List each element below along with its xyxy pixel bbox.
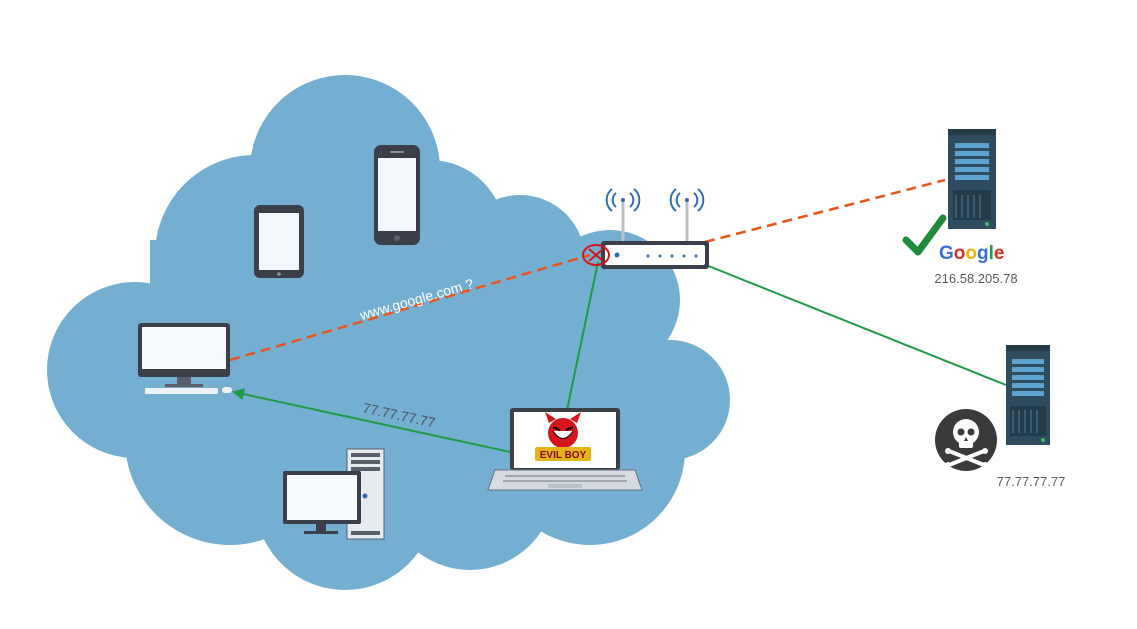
router-to-google-line	[704, 178, 946, 244]
google-logo: Google	[939, 243, 1004, 264]
tablet-icon	[254, 205, 304, 278]
desktop-tower-icon	[283, 448, 385, 540]
desktop-monitor-icon	[138, 323, 232, 394]
evil-boy-logo: EVIL BOY	[535, 412, 591, 461]
server-icon	[948, 129, 996, 229]
checkmark-icon	[902, 214, 947, 256]
spoofed-reply-arrow	[232, 388, 511, 453]
google-ip-label: 216.58.205.78	[934, 271, 1017, 286]
blocked-icon	[582, 244, 610, 266]
router-to-evil-server-line	[705, 264, 1007, 386]
evil-boy-logo-text: EVIL BOY	[540, 450, 587, 461]
dns-query-line	[229, 253, 591, 362]
evil-ip-label: 77.77.77.77	[997, 474, 1066, 489]
evil-server-icon	[1006, 345, 1050, 445]
router-icon	[601, 188, 709, 269]
skull-crossbones-icon	[935, 409, 997, 471]
attacker-to-router-line	[566, 261, 599, 411]
smartphone-icon	[374, 145, 420, 245]
